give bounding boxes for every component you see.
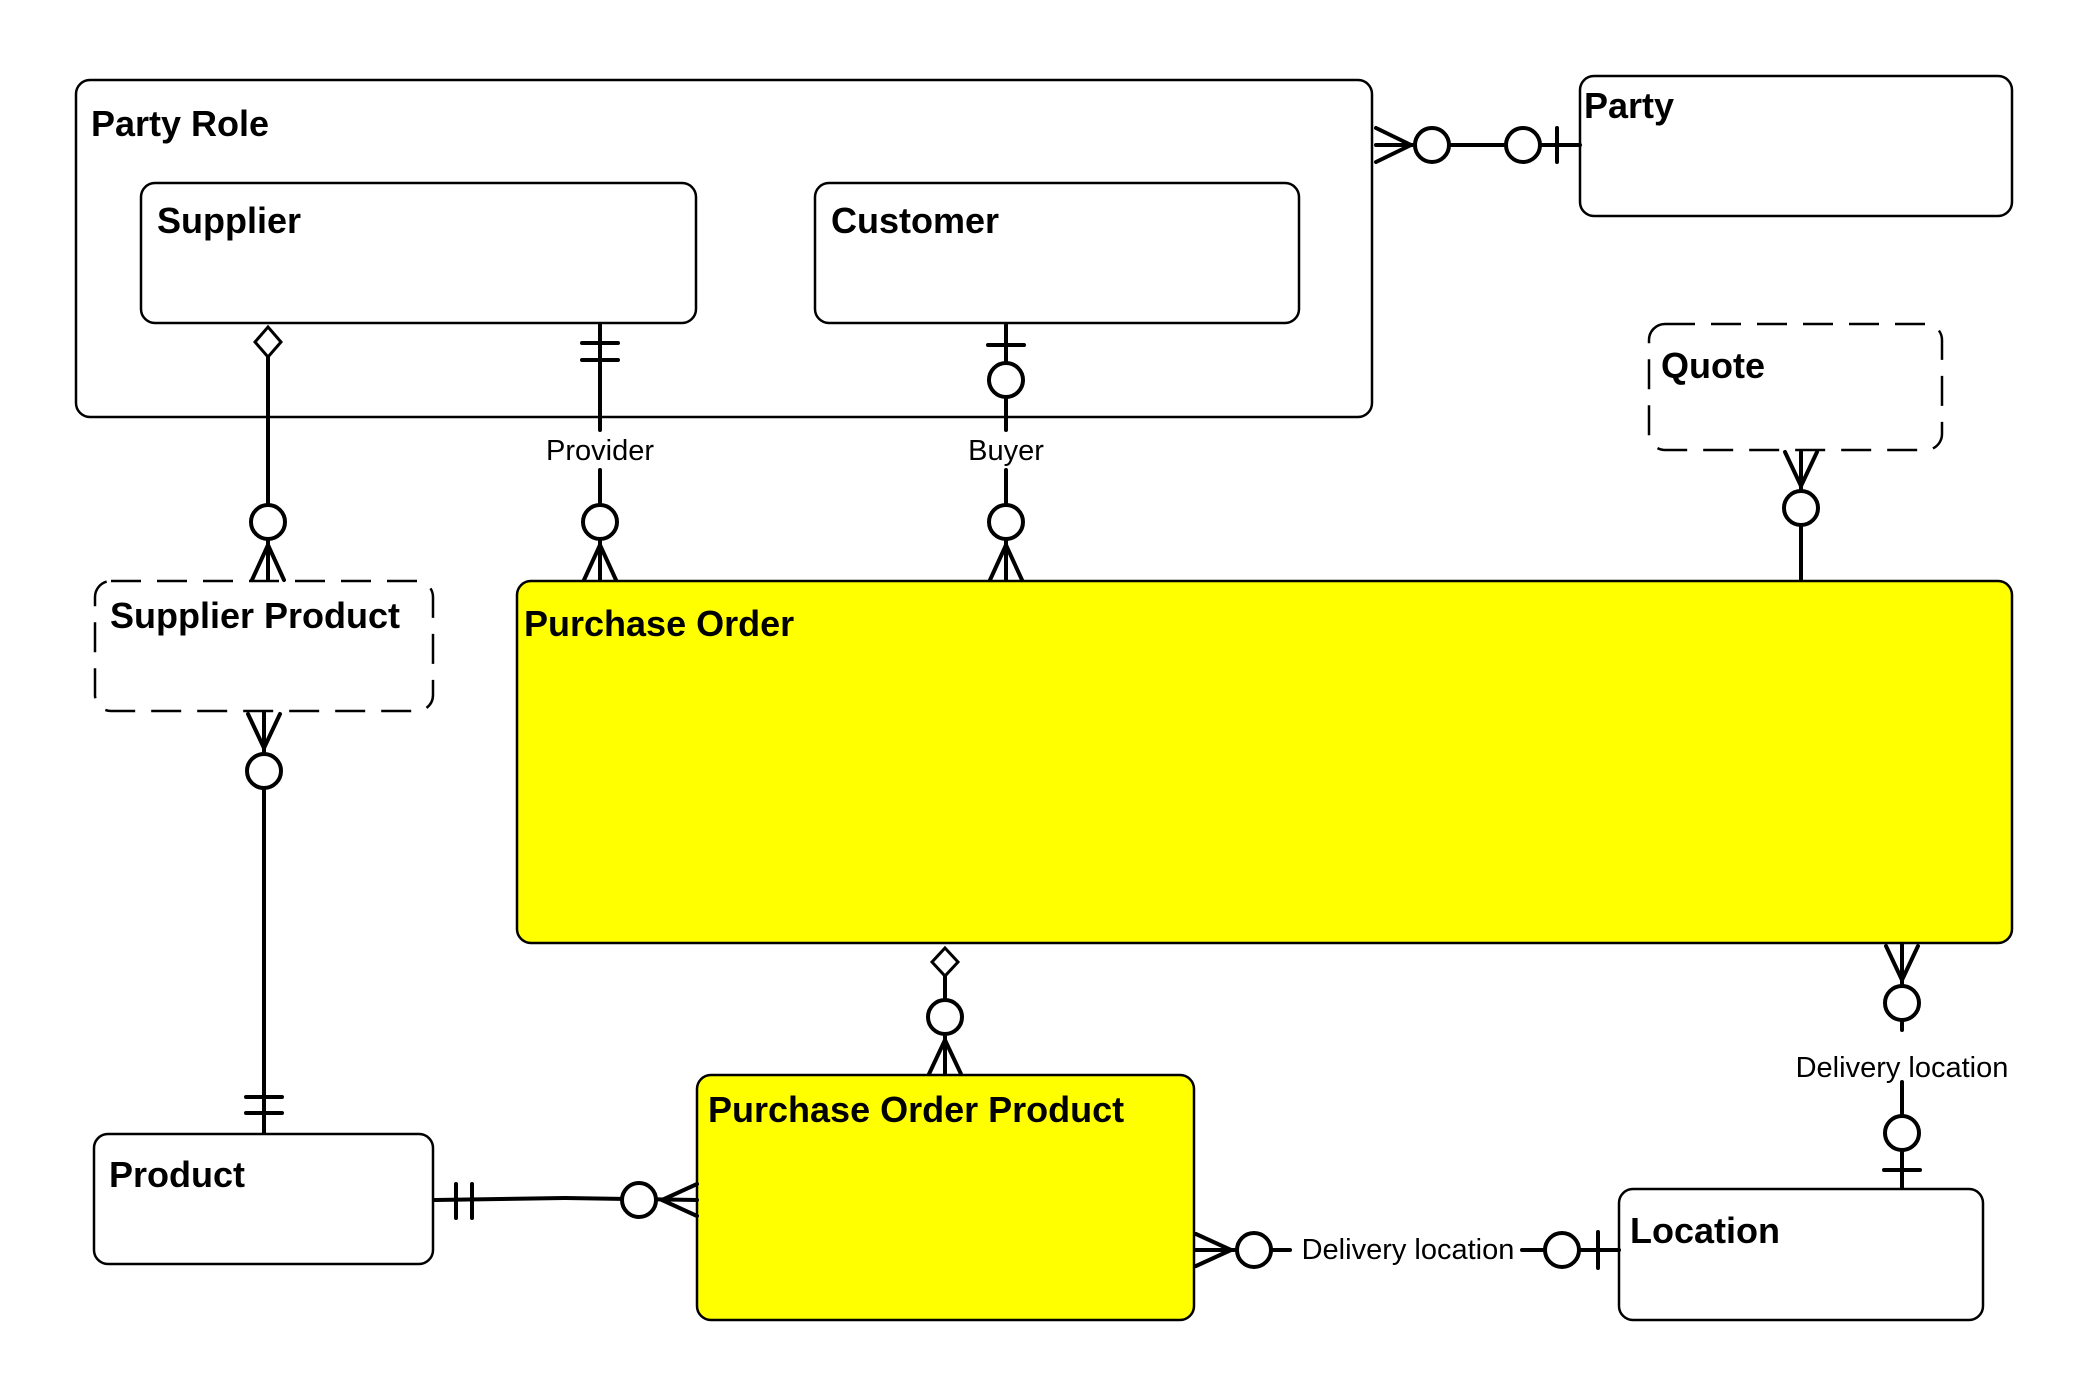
- crowfoot-mark: [582, 543, 602, 582]
- optional-circle: [926, 998, 964, 1036]
- aggregation-diamond: [253, 324, 283, 360]
- crowfoot-mark: [1884, 944, 1904, 982]
- quote-title: Quote: [1661, 345, 1765, 386]
- party-role-title: Party Role: [91, 103, 269, 144]
- relationship-product-purchase-order-product[interactable]: [433, 1181, 699, 1220]
- buyer-label: Buyer: [968, 435, 1044, 467]
- entity-location[interactable]: Location: [1617, 1187, 1985, 1322]
- location-title: Location: [1630, 1210, 1780, 1251]
- product-title: Product: [109, 1154, 245, 1195]
- relationship-party-role-party[interactable]: [1374, 126, 1582, 164]
- relationship-po-delivery-location[interactable]: Delivery location: [1796, 943, 2009, 1190]
- entity-purchase-order-product[interactable]: Purchase Order Product: [695, 1073, 1196, 1322]
- provider-label: Provider: [546, 435, 654, 467]
- relationship-purchase-order-product[interactable]: [926, 945, 964, 1076]
- supplier-product-title: Supplier Product: [110, 595, 400, 636]
- optional-circle: [1235, 1231, 1273, 1269]
- entity-purchase-order[interactable]: Purchase Order: [515, 579, 2014, 945]
- relationship-supplier-supplier-product[interactable]: [249, 324, 287, 582]
- optional-circle: [1504, 126, 1542, 164]
- relationship-quote-purchase-order[interactable]: [1782, 450, 1820, 582]
- optional-circle: [1543, 1231, 1581, 1269]
- party-title: Party: [1584, 85, 1674, 126]
- purchase-order-title: Purchase Order: [524, 603, 794, 644]
- entity-quote[interactable]: Quote: [1647, 322, 1944, 452]
- crowfoot-mark: [988, 543, 1008, 582]
- optional-circle: [581, 503, 619, 541]
- entity-party[interactable]: Party: [1578, 74, 2014, 218]
- customer-title: Customer: [831, 200, 999, 241]
- entity-customer[interactable]: Customer: [813, 181, 1301, 325]
- po-delivery-location-label: Delivery location: [1796, 1052, 2009, 1084]
- relationship-pop-delivery-location[interactable]: Delivery location: [1194, 1230, 1621, 1270]
- crowfoot-mark: [250, 543, 270, 582]
- optional-circle: [1782, 489, 1820, 527]
- optional-circle: [1883, 984, 1921, 1022]
- crowfoot-mark: [1783, 450, 1803, 488]
- crowfoot-mark: [246, 712, 266, 750]
- optional-circle: [987, 503, 1025, 541]
- purchase-order-box: [515, 579, 2014, 945]
- purchase-order-product-title: Purchase Order Product: [708, 1089, 1124, 1130]
- crowfoot-mark: [1374, 126, 1413, 147]
- optional-circle: [620, 1181, 658, 1219]
- pop-delivery-location-label: Delivery location: [1302, 1234, 1515, 1266]
- optional-circle: [987, 361, 1025, 399]
- optional-circle: [249, 503, 287, 541]
- crowfoot-mark: [927, 1038, 947, 1076]
- optional-circle: [245, 752, 283, 790]
- aggregation-diamond: [929, 945, 961, 979]
- crowfoot-mark: [660, 1182, 699, 1202]
- relationship-supplier-product-product[interactable]: [244, 711, 284, 1135]
- optional-circle: [1413, 126, 1451, 164]
- entity-supplier[interactable]: Supplier: [139, 181, 698, 325]
- relationship-buyer[interactable]: Buyer: [968, 323, 1044, 582]
- entity-party-role[interactable]: Party Role: [74, 78, 1374, 419]
- entity-product[interactable]: Product: [92, 1132, 435, 1266]
- supplier-title: Supplier: [157, 200, 301, 241]
- relationship-provider[interactable]: Provider: [546, 323, 654, 582]
- entity-supplier-product[interactable]: Supplier Product: [93, 579, 435, 713]
- optional-circle: [1883, 1114, 1921, 1152]
- crowfoot-mark: [1194, 1232, 1233, 1252]
